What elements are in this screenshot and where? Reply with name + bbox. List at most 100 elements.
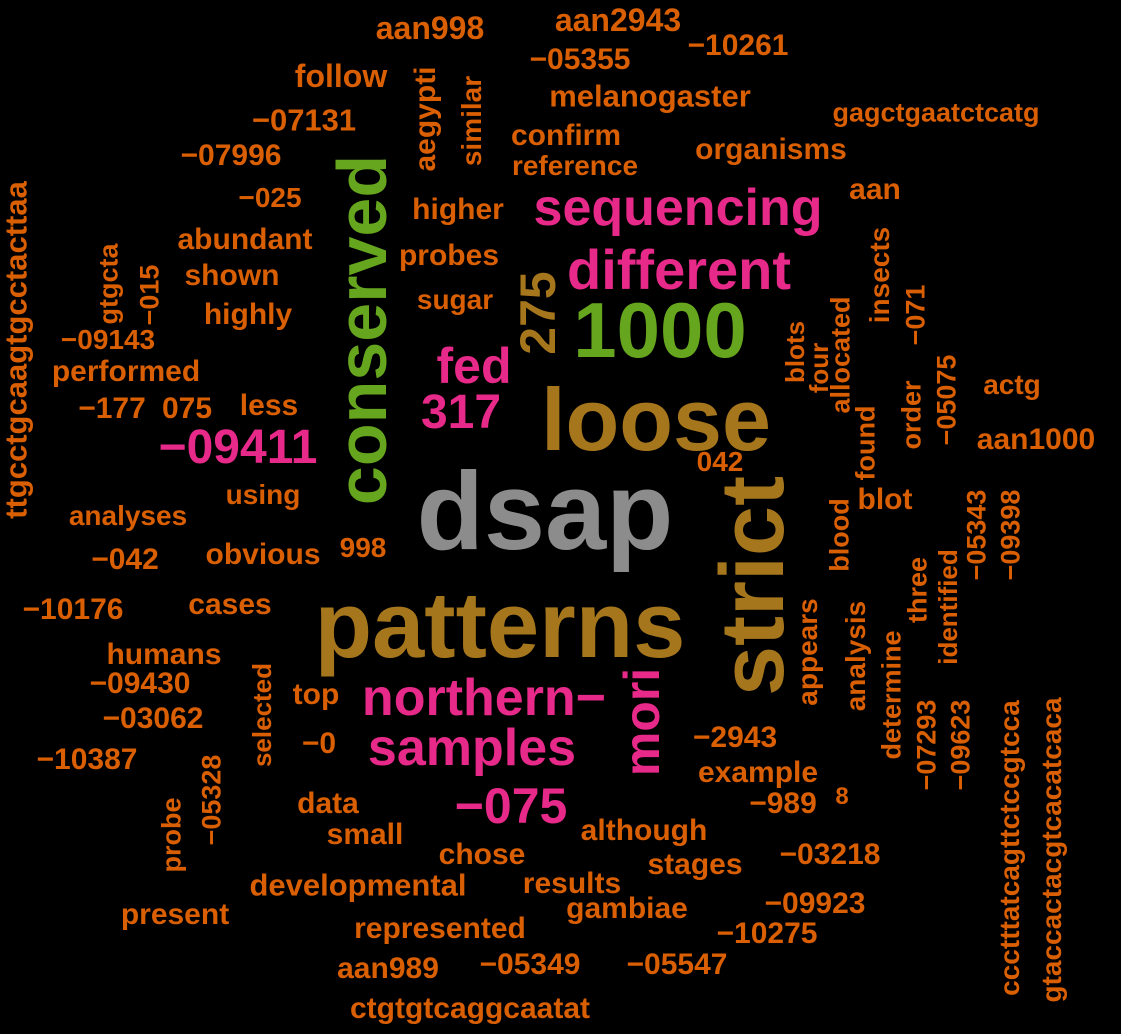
word-05349: −05349 [479, 948, 581, 981]
word-example: example [697, 756, 819, 789]
word-998: 998 [339, 532, 387, 563]
word-317: 317 [420, 386, 502, 439]
word-05328: −05328 [196, 754, 227, 846]
word-conserved: conserved [323, 154, 401, 506]
word-strict: strict [703, 475, 803, 697]
word-09923: −09923 [764, 887, 866, 920]
word-aan1000: aan1000 [976, 423, 1096, 456]
word-aan998: aan998 [375, 10, 485, 46]
word-0: −0 [301, 727, 337, 760]
word-actg: actg [983, 369, 1041, 400]
word-042: 042 [696, 446, 744, 477]
word-015: −015 [134, 264, 165, 326]
word-05355: −05355 [529, 43, 631, 76]
word-analysis: analysis [840, 600, 871, 712]
word-fed: fed [436, 338, 512, 394]
word-989: −989 [749, 787, 817, 820]
word-ttgcctgcaagtgcctacttaa: ttgcctgcaagtgcctacttaa [0, 181, 34, 519]
word-northern: northern− [361, 669, 607, 727]
word-aan989: aan989 [337, 952, 439, 985]
word-highly: highly [203, 298, 293, 331]
word-03218: −03218 [779, 838, 881, 871]
word-09411: −09411 [158, 421, 318, 474]
word-obvious: obvious [205, 538, 321, 571]
word-gtaccactacgtcacatcaca: gtaccactacgtcacatcaca [1036, 697, 1067, 1003]
word-ccctttatcagttctccgtcca: ccctttatcagttctccgtcca [994, 700, 1025, 996]
word-melanogaster: melanogaster [549, 78, 751, 114]
word-10261: −10261 [687, 29, 789, 62]
word-although: although [580, 814, 708, 847]
word-data: data [297, 787, 359, 820]
word-small: small [326, 818, 404, 851]
word-177: −177 [78, 392, 146, 425]
word-results: results [522, 867, 622, 900]
word-aan: aan [849, 173, 901, 206]
word-09623: −09623 [945, 699, 976, 791]
word-three: three [902, 556, 933, 624]
word-gambiae: gambiae [566, 892, 688, 925]
word-performed: performed [51, 355, 201, 388]
word-dsap: dsap [416, 450, 674, 573]
word-275: 275 [510, 271, 566, 355]
word-insects: insects [864, 226, 895, 324]
word-higher: higher [412, 193, 504, 226]
word-075: 075 [161, 392, 213, 425]
word-10275: −10275 [716, 917, 818, 950]
word-025: −025 [238, 182, 302, 213]
word-loose: loose [541, 370, 771, 469]
word-07996: −07996 [180, 139, 282, 172]
word-probe: probe [156, 797, 187, 873]
word-developmental: developmental [249, 867, 467, 903]
word-1000: 1000 [573, 286, 747, 374]
word-stages: stages [647, 848, 743, 881]
word-appears: appears [792, 598, 823, 706]
word-found: found [850, 405, 881, 481]
word-aegypti: aegypti [409, 66, 442, 172]
word-aan2943: aan2943 [554, 2, 682, 38]
word-blot: blot [857, 483, 913, 516]
word-represented: represented [354, 912, 526, 945]
word-mori: mori [614, 667, 670, 777]
word-samples: samples [367, 719, 577, 777]
word-present: present [120, 898, 230, 931]
word-different: different [567, 238, 791, 301]
word-075: −075 [454, 778, 568, 834]
word-chose: chose [438, 838, 526, 871]
word-selected: selected [247, 662, 277, 768]
word-09143: −09143 [60, 324, 156, 355]
word-less: less [239, 389, 299, 422]
word-gagctgaatctcatg: gagctgaatctcatg [832, 97, 1040, 128]
word-reference: reference [511, 150, 639, 181]
word-03062: −03062 [102, 702, 204, 735]
word-05343: −05343 [961, 489, 992, 581]
word-09398: −09398 [995, 489, 1026, 581]
word-07131: −07131 [251, 102, 357, 138]
word-follow: follow [294, 58, 388, 94]
word-identified: identified [933, 549, 963, 665]
word-2943: −2943 [692, 721, 778, 754]
word-organisms: organisms [695, 133, 847, 166]
word-analyses: analyses [68, 500, 188, 531]
word-top: top [292, 678, 340, 711]
word-071: −071 [900, 284, 931, 346]
word-probes: probes [398, 239, 500, 272]
word-determine: determine [876, 630, 907, 760]
word-similar: similar [456, 75, 487, 167]
word-09430: −09430 [89, 667, 191, 700]
word-shown: shown [184, 259, 280, 292]
word-humans: humans [106, 638, 222, 671]
word-10176: −10176 [22, 593, 124, 626]
word-using: using [225, 479, 301, 510]
word-10387: −10387 [36, 743, 138, 776]
word-gtgcta: gtgcta [93, 243, 124, 325]
word-05075: −05075 [931, 354, 962, 446]
word-confirm: confirm [510, 119, 622, 152]
word-8: 8 [835, 783, 849, 810]
word-ctgtgtcaggcaatat: ctgtgtcaggcaatat [349, 992, 591, 1025]
word-blood: blood [824, 498, 855, 572]
word-allocated: allocated [825, 296, 856, 414]
word-07293: −07293 [911, 699, 942, 791]
word-order: order [896, 380, 927, 450]
word-cases: cases [188, 588, 272, 621]
